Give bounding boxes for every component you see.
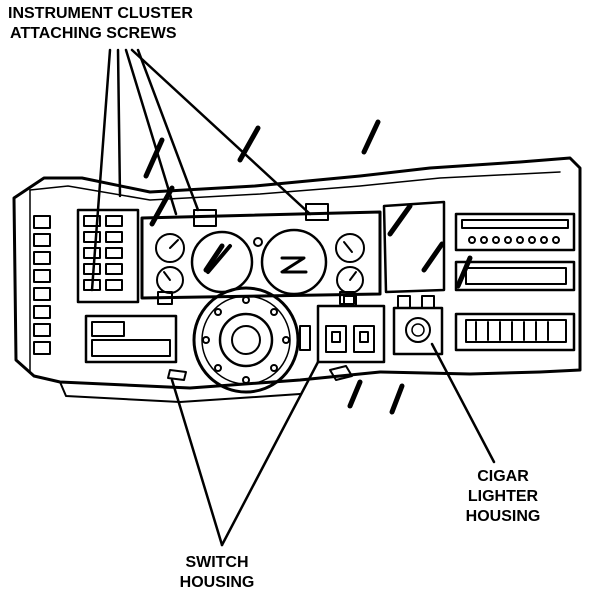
left-vent-column [33, 215, 51, 355]
switch-icon [299, 295, 386, 381]
label-line: SWITCH [185, 554, 249, 571]
label-line: ATTACHING SCREWS [10, 25, 177, 42]
right-controls [454, 212, 576, 352]
label-line: HOUSING [465, 508, 541, 525]
screw-icon [143, 119, 473, 415]
left-switch-bank [76, 208, 140, 304]
cigar-lighter-housing-label: CIGAR LIGHTER HOUSING [448, 467, 558, 527]
instrument-cluster-screws-label: INSTRUMENT CLUSTER ATTACHING SCREWS [8, 4, 193, 44]
instrument-cluster [140, 203, 382, 305]
center-panel [382, 200, 446, 294]
cigar-lighter-icon [392, 295, 444, 356]
lower-left-panel [84, 314, 187, 381]
label-line: LIGHTER [467, 488, 539, 505]
leader-lines [90, 48, 496, 547]
label-line: INSTRUMENT CLUSTER [8, 5, 193, 22]
gauge-icon [155, 228, 365, 296]
label-line: CIGAR [477, 468, 529, 485]
switch-housing-label: SWITCH HOUSING [162, 553, 272, 593]
steering-wheel-icon [192, 286, 300, 394]
label-line: HOUSING [179, 574, 255, 591]
